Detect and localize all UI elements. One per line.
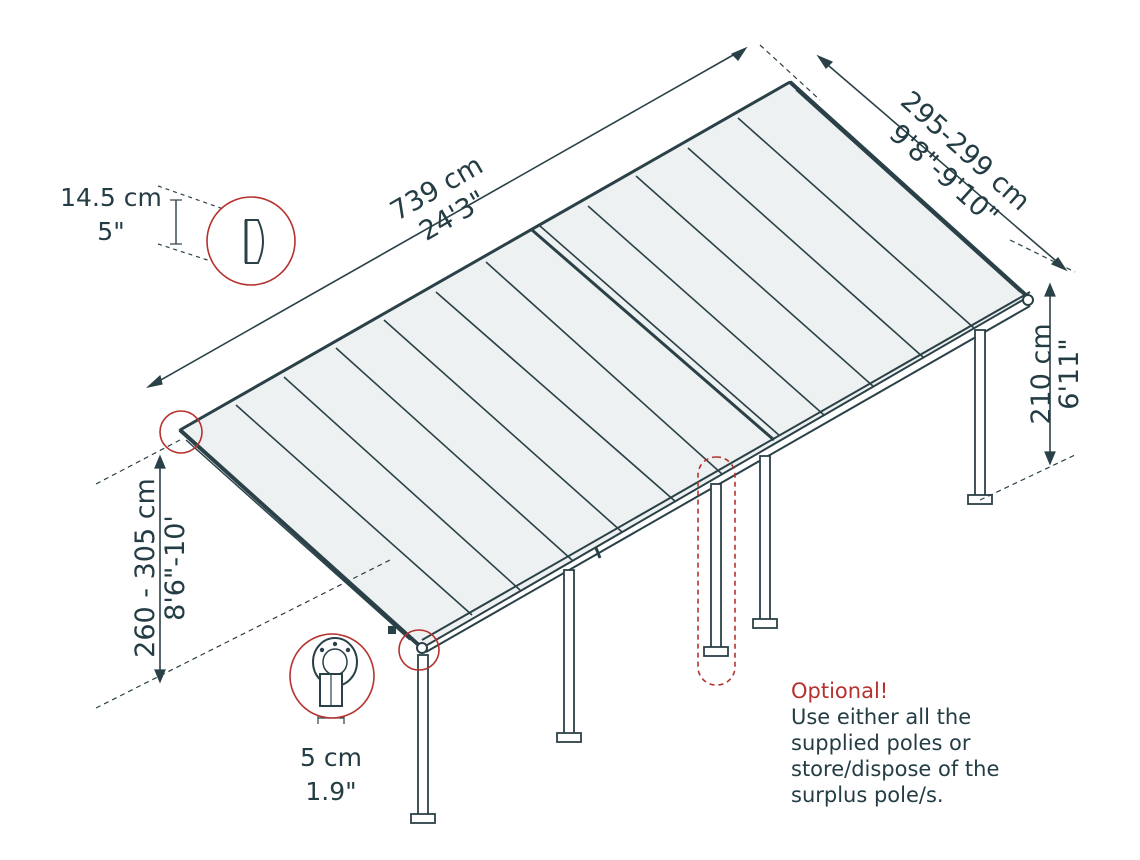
front-height-ft-label: 6'11" [1054,338,1085,409]
post [759,455,771,621]
dimension-lines [95,44,1076,724]
gutter-in-label: 5" [97,217,124,246]
post [563,569,575,735]
post-base [752,618,778,629]
wall-height-cm-label: 260 - 305 cm [130,478,161,658]
pole-in-label: 1.9" [305,777,356,806]
wall-bracket [179,80,791,432]
side-gutters [178,80,1030,650]
detail-callout-wall [159,410,203,454]
post [974,329,986,497]
pole-profile-icon [289,633,375,719]
post [417,654,429,816]
optional-note-line: surplus pole/s. [791,783,944,807]
post-base [410,813,436,824]
detail-callout-corner [398,629,440,671]
pole-cm-label: 5 cm [300,743,362,772]
optional-note-line: store/dispose of the [791,757,1000,781]
gutter-cm-label: 14.5 cm [60,183,162,212]
front-beam [421,291,1031,653]
optional-pole-highlight [697,456,736,686]
beam-end-cap [416,642,428,654]
roof-panel-ribs [235,117,975,616]
wall-height-ft-label: 8'6"-10' [160,515,191,621]
optional-note-line: Use either all the [791,705,972,729]
posts [410,329,993,824]
optional-note: Optional! Use either all the supplied po… [791,678,1121,808]
front-height-cm-label: 210 cm [1026,323,1057,424]
gutter-profile-icon [206,196,296,286]
optional-note-line: supplied poles or [791,731,971,755]
post-base [556,732,582,743]
beam-end-cap [1022,294,1034,306]
roof-center-connector [531,225,781,442]
gutter-bracket [388,626,396,634]
post-base [703,646,729,657]
optional-note-title: Optional! [791,679,889,703]
post [710,483,722,649]
